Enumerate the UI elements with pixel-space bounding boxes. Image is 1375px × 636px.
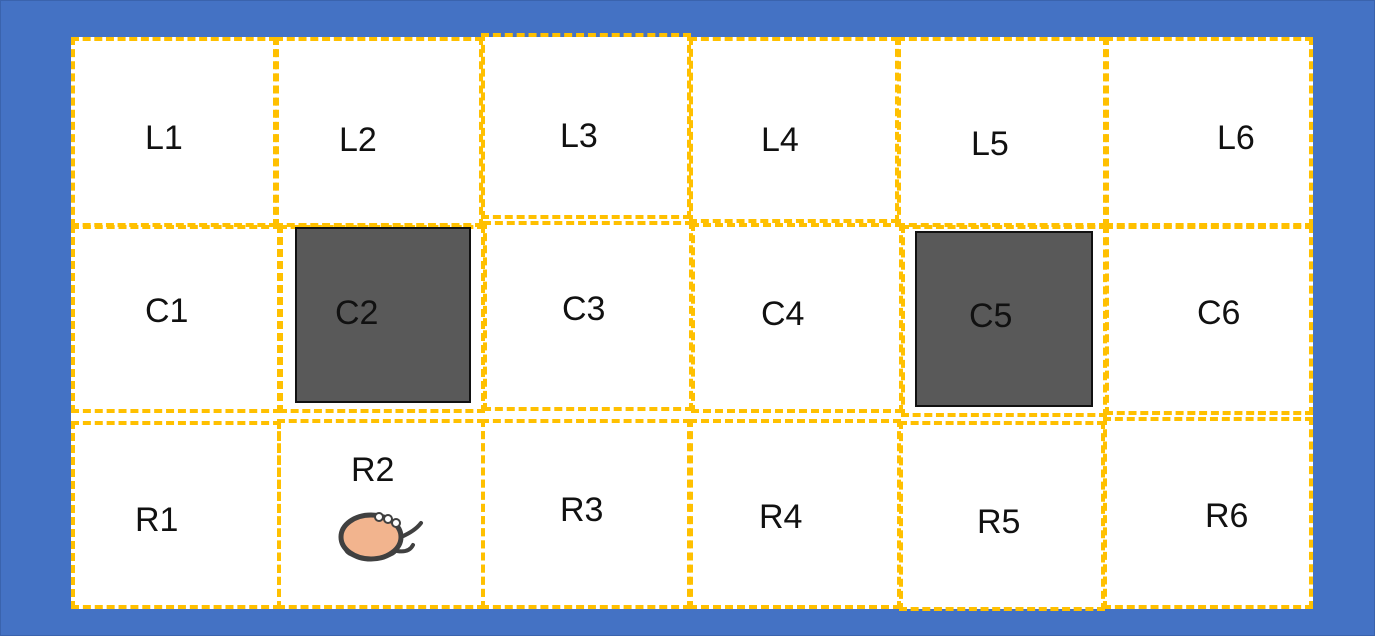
grid-cell-c1: C1 [71, 225, 281, 413]
cell-label-c4: C4 [761, 297, 804, 331]
grid-cell-r2: R2 [277, 419, 485, 609]
cell-label-r5: R5 [977, 505, 1020, 539]
cell-label-r4: R4 [759, 500, 802, 534]
grid-cell-l4: L4 [689, 37, 899, 223]
cell-label-l6: L6 [1217, 121, 1255, 155]
cell-label-c1: C1 [145, 294, 188, 328]
grid-cell-c6: C6 [1105, 225, 1313, 415]
cell-label-l3: L3 [560, 119, 598, 153]
grid-cell-l6: L6 [1105, 37, 1313, 227]
grid-cell-l1: L1 [71, 37, 277, 227]
blocked-cell-c2 [295, 227, 471, 403]
cell-label-l2: L2 [339, 123, 377, 157]
cell-label-r3: R3 [560, 493, 603, 527]
grid-cell-r6: R6 [1103, 417, 1313, 609]
grid-cell-r3: R3 [481, 419, 691, 609]
cell-label-c3: C3 [562, 292, 605, 326]
grid-cell-c4: C4 [691, 223, 903, 413]
grid-cell-r5: R5 [899, 421, 1105, 611]
grid-board: L1 L2 L3 L4 L5 L6 C1 C2 C3 C4 [71, 37, 1313, 609]
sheep-icon [331, 503, 427, 567]
cell-label-c2: C2 [335, 296, 378, 330]
grid-cell-r1: R1 [71, 421, 281, 609]
grid-cell-l3: L3 [481, 33, 691, 219]
cell-label-l1: L1 [145, 121, 183, 155]
grid-cell-l5: L5 [897, 37, 1107, 227]
cell-label-c5: C5 [969, 299, 1012, 333]
cell-label-r2: R2 [351, 453, 394, 487]
cell-label-l5: L5 [971, 127, 1009, 161]
cell-label-r1: R1 [135, 503, 178, 537]
cell-label-r6: R6 [1205, 499, 1248, 533]
grid-cell-c2: C2 [279, 225, 485, 413]
cell-label-c6: C6 [1197, 296, 1240, 330]
grid-cell-l2: L2 [275, 37, 483, 227]
grid-cell-c5: C5 [901, 225, 1107, 417]
grid-cell-r4: R4 [689, 419, 901, 609]
cell-label-l4: L4 [761, 123, 799, 157]
grid-cell-c3: C3 [483, 221, 693, 411]
